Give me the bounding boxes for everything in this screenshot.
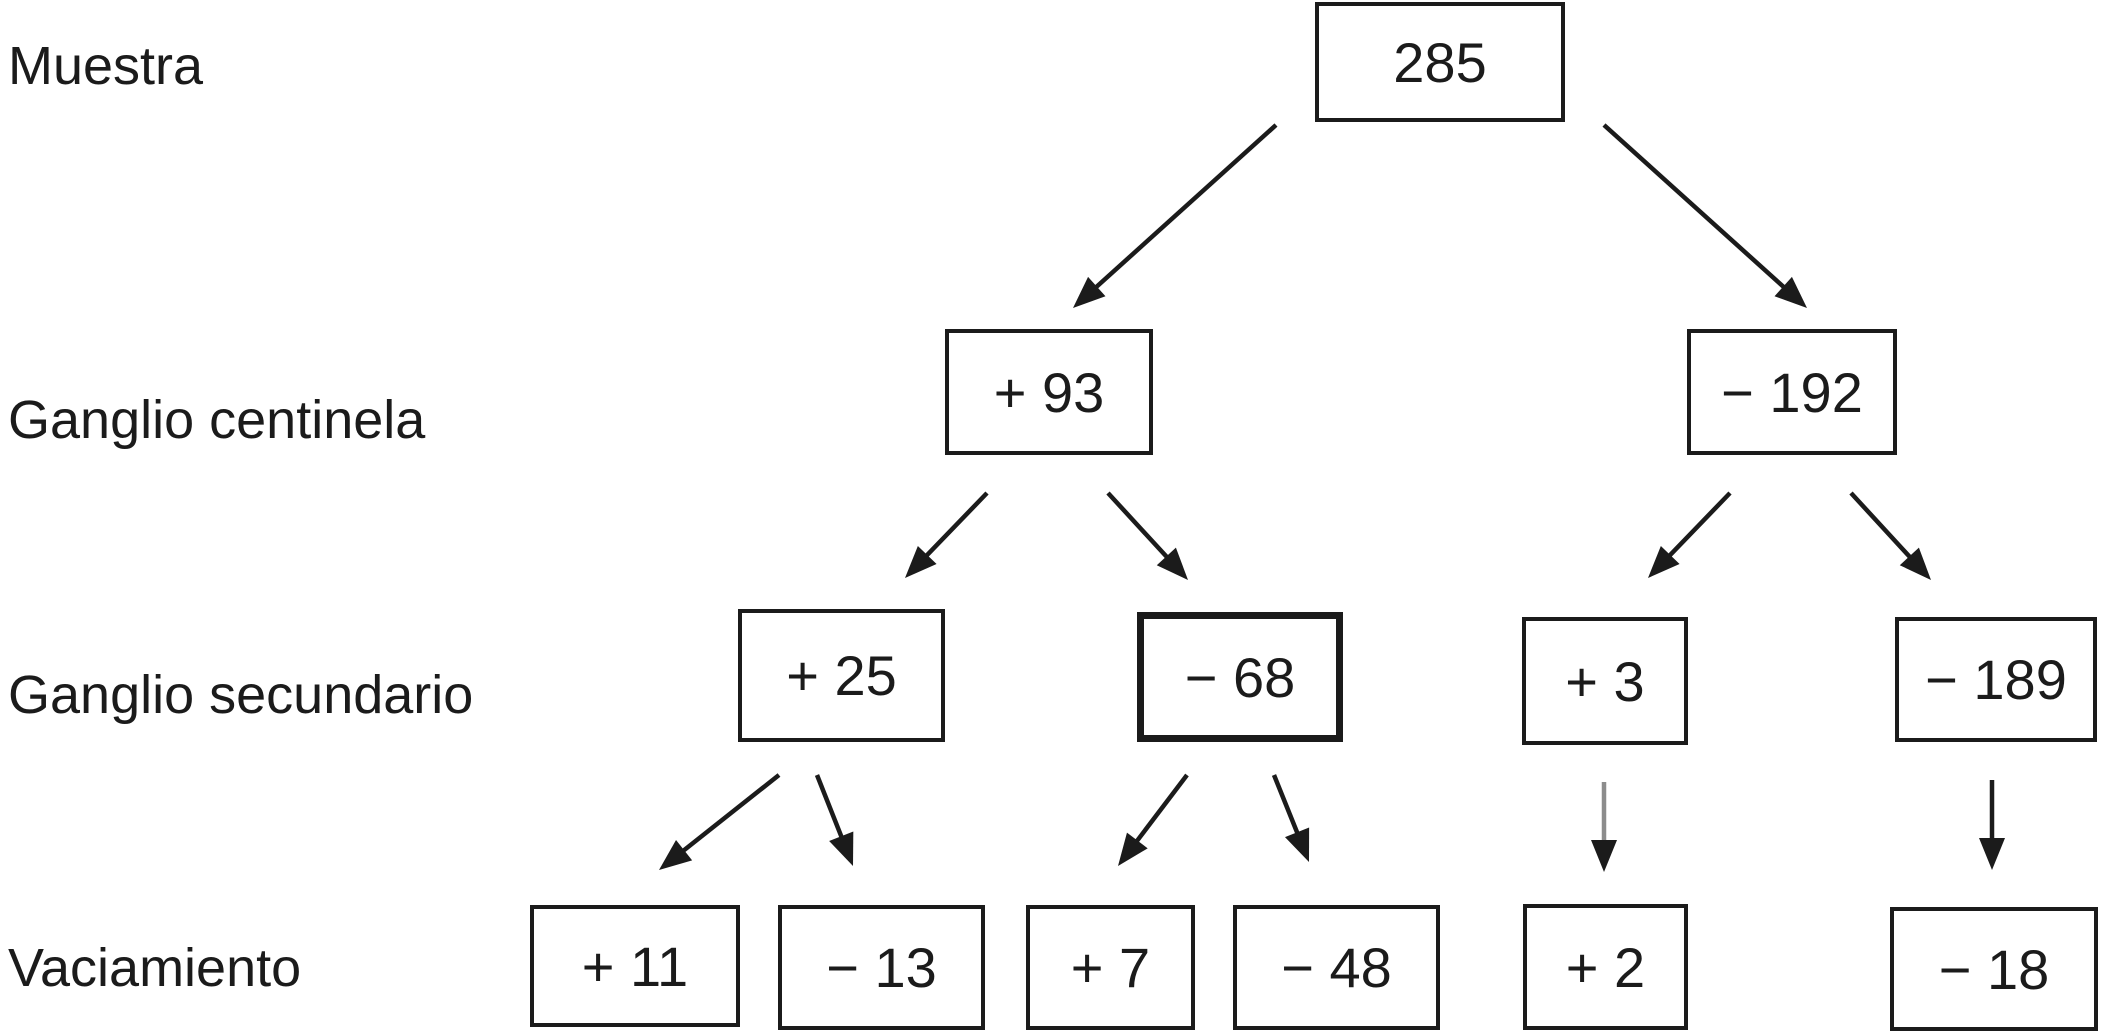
- row-label-ganglio-secundario: Ganglio secundario: [8, 665, 474, 725]
- arrow--192-to--189: [1849, 491, 1931, 580]
- node-box-+2: + 2: [1523, 904, 1688, 1030]
- arrow-+3-to-+2: [1591, 782, 1617, 872]
- row-label-ganglio-centinela: Ganglio centinela: [8, 390, 426, 450]
- arrow-+25-to-+11: [659, 773, 781, 870]
- arrow--68-to--48: [1271, 774, 1310, 862]
- row-label-muestra: Muestra: [8, 36, 204, 96]
- arrow--192-to-+3: [1648, 491, 1732, 578]
- node-box-+25: + 25: [738, 609, 945, 742]
- node-box-285: 285: [1315, 2, 1565, 122]
- arrow-285-to-+93: [1073, 123, 1278, 308]
- row-label-vaciamiento: Vaciamiento: [8, 938, 302, 998]
- node-box--189: − 189: [1895, 617, 2097, 742]
- node-box-+11: + 11: [530, 905, 740, 1027]
- arrow-+25-to--13: [814, 774, 854, 866]
- node-box-+7: + 7: [1026, 905, 1195, 1030]
- arrow-+93-to--68: [1106, 491, 1188, 580]
- arrow-+93-to-+25: [905, 491, 989, 578]
- node-box--68: − 68: [1137, 612, 1343, 742]
- arrow--189-to--18: [1979, 780, 2005, 870]
- node-box--18: − 18: [1890, 907, 2098, 1031]
- node-box-+93: + 93: [945, 329, 1153, 455]
- arrow-285-to--192: [1602, 123, 1807, 308]
- node-box-+3: + 3: [1522, 617, 1688, 745]
- node-box--192: − 192: [1687, 329, 1897, 455]
- arrow--68-to-+7: [1118, 773, 1189, 866]
- node-box--13: − 13: [778, 905, 985, 1030]
- node-box--48: − 48: [1233, 905, 1440, 1030]
